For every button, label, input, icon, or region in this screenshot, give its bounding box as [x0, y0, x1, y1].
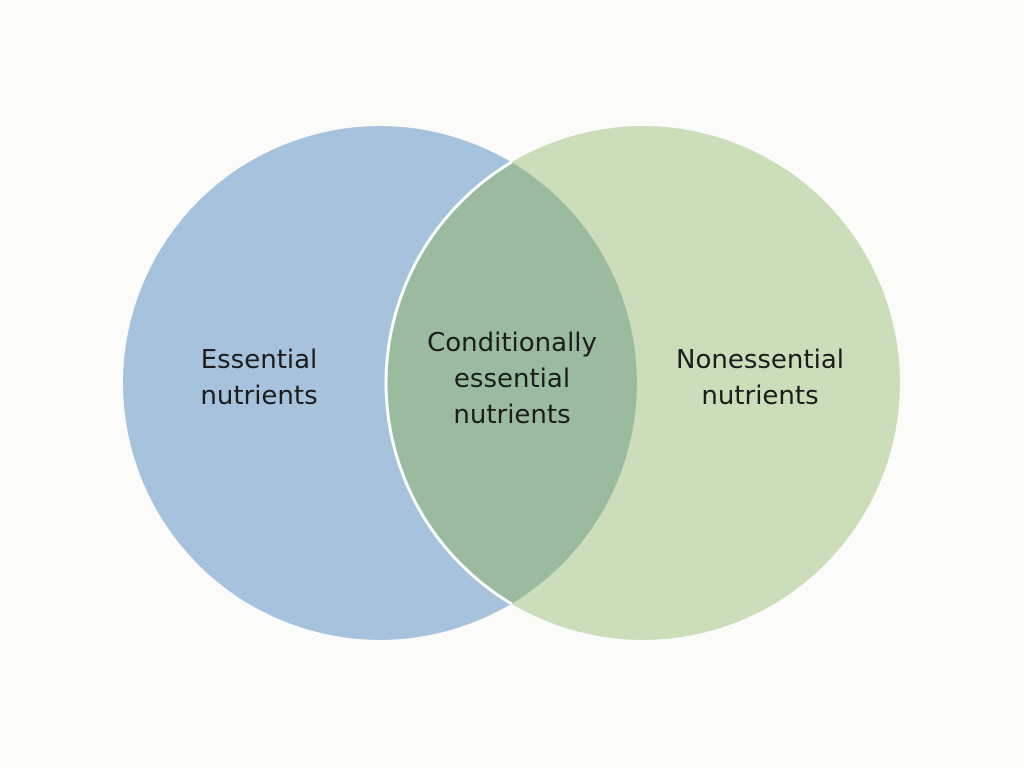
- nonessential-label-line-1: Nonessential: [676, 345, 844, 375]
- overlap-outline: [384, 126, 637, 640]
- conditional-label-line-2: essential: [453, 364, 571, 394]
- conditional-label-line-1: Conditionally: [427, 328, 597, 358]
- overlap-region: [386, 126, 637, 640]
- essential-label-line-2: nutrients: [200, 381, 318, 411]
- nonessential-label-line-2: nutrients: [701, 381, 819, 411]
- essential-nutrients-label: Essential nutrients: [200, 342, 317, 414]
- nonessential-nutrients-label: Nonessential nutrients: [676, 342, 844, 414]
- conditional-label-line-3: nutrients: [453, 400, 571, 430]
- essential-label-line-1: Essential: [200, 345, 318, 375]
- conditionally-essential-label: Conditionally essential nutrients: [427, 325, 597, 433]
